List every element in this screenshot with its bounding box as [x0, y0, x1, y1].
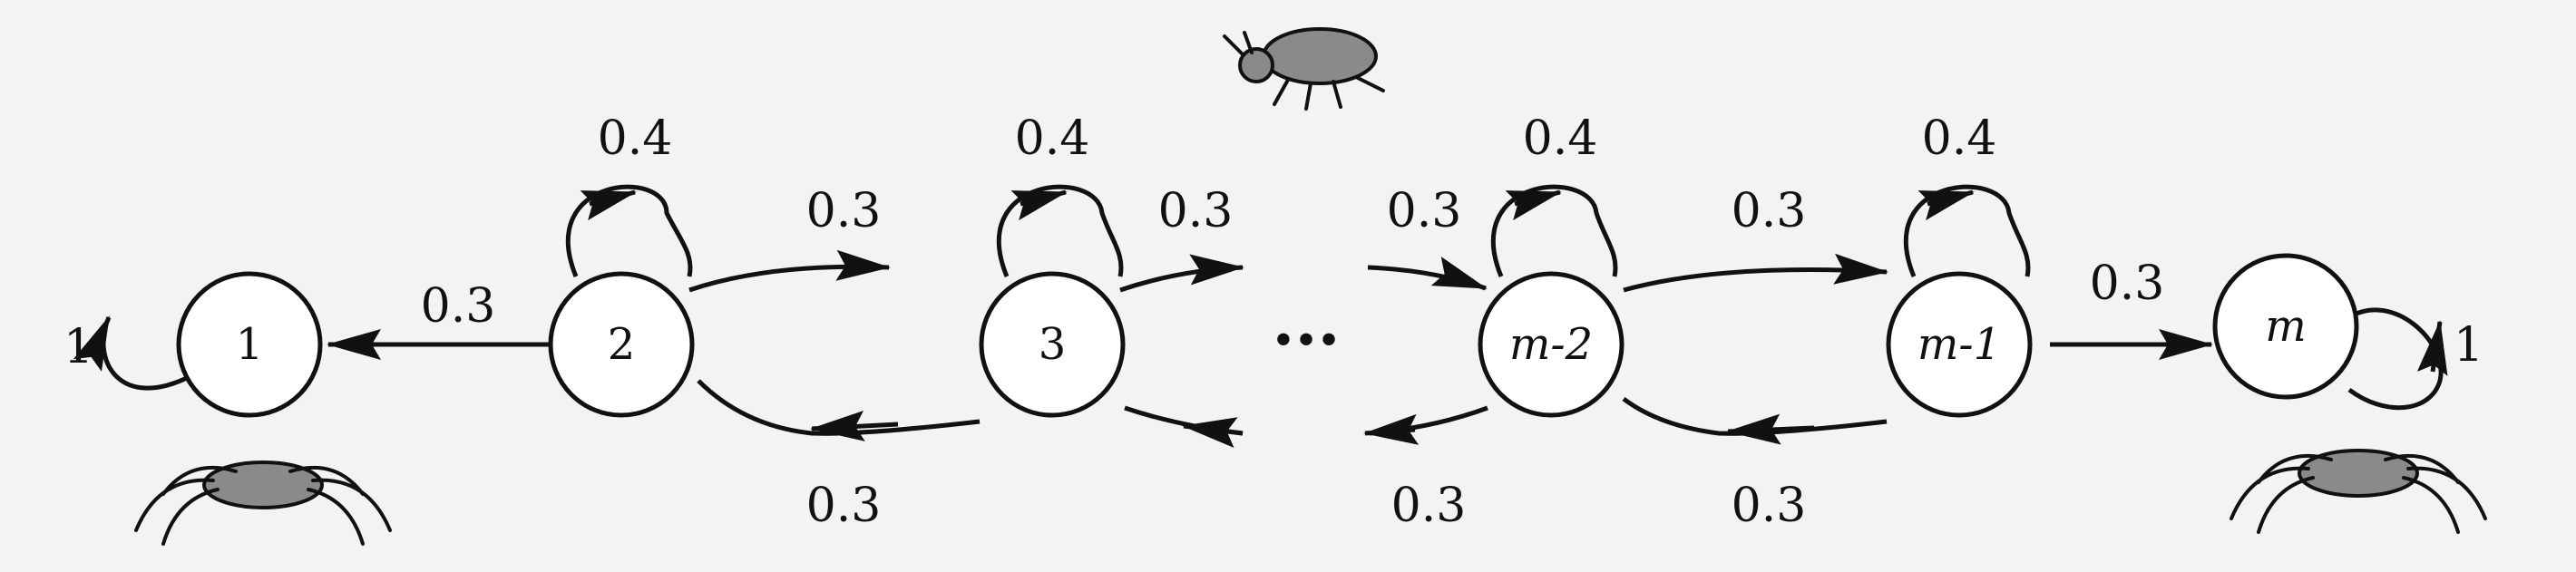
self-loop-m2-head: [1505, 189, 1562, 221]
spider-icon-right: [2230, 449, 2487, 534]
node-2: [548, 271, 695, 418]
edge-2-3: [688, 249, 891, 293]
edge-3-out: [1119, 254, 1244, 293]
edge-in-3-head: [1182, 417, 1244, 448]
label-edge-m2-m1: 0.3: [1732, 184, 1807, 238]
label-self-3: 0.4: [1015, 111, 1090, 166]
self-loop-m2: [1491, 184, 1618, 277]
label-self-m2: 0.4: [1523, 111, 1598, 166]
edge-m1-m2-head: [1726, 413, 1815, 445]
self-loop-1: [73, 315, 192, 391]
node-m1: [1886, 271, 2033, 418]
self-loop-m1: [1904, 184, 2031, 277]
edge-m1-m2: [1622, 396, 1888, 436]
node-m: [2212, 253, 2359, 400]
label-edge-2-3: 0.3: [806, 184, 882, 238]
label-edge-2-1: 0.3: [421, 279, 496, 334]
self-loop-2-head: [580, 189, 637, 221]
node-1-label: 1: [236, 319, 264, 370]
self-loop-m1-head: [1917, 189, 1975, 221]
fly-icon: [1223, 27, 1385, 111]
label-self-1: 1: [63, 320, 93, 374]
ellipsis: ...: [1272, 283, 1340, 360]
edge-m2-m1: [1623, 253, 1888, 293]
node-m2: [1478, 271, 1625, 418]
self-loop-3-head: [1010, 189, 1068, 221]
self-loop-2: [566, 184, 693, 277]
edge-3-2-head: [810, 410, 899, 441]
edge-in-m2: [1367, 257, 1488, 291]
node-3-label: 3: [1039, 319, 1067, 370]
label-self-m: 1: [2454, 318, 2483, 373]
label-self-m1: 0.4: [1922, 111, 1997, 166]
spider-icon-left: [134, 461, 392, 546]
node-m-label: m: [2265, 301, 2307, 352]
label-edge-m1-m: 0.3: [2090, 257, 2165, 311]
node-2-label: 2: [608, 319, 636, 370]
label-edge-3-out: 0.3: [1158, 184, 1234, 238]
self-loop-m-head: [2416, 320, 2448, 376]
edge-m2-out-head: [1363, 413, 1420, 445]
label-edge-m2-out: 0.3: [1391, 479, 1467, 533]
node-m1-label: m-1: [1917, 319, 2001, 370]
label-edge-m1-m2: 0.3: [1732, 479, 1807, 533]
label-edge-in-m2: 0.3: [1387, 184, 1462, 238]
node-m2-label: m-2: [1509, 319, 1593, 370]
self-loop-m: [2347, 307, 2444, 411]
node-1: [176, 271, 323, 418]
node-3: [979, 271, 1126, 418]
label-edge-3-2: 0.3: [806, 479, 882, 533]
label-self-2: 0.4: [598, 111, 673, 166]
self-loop-3: [997, 184, 1124, 277]
